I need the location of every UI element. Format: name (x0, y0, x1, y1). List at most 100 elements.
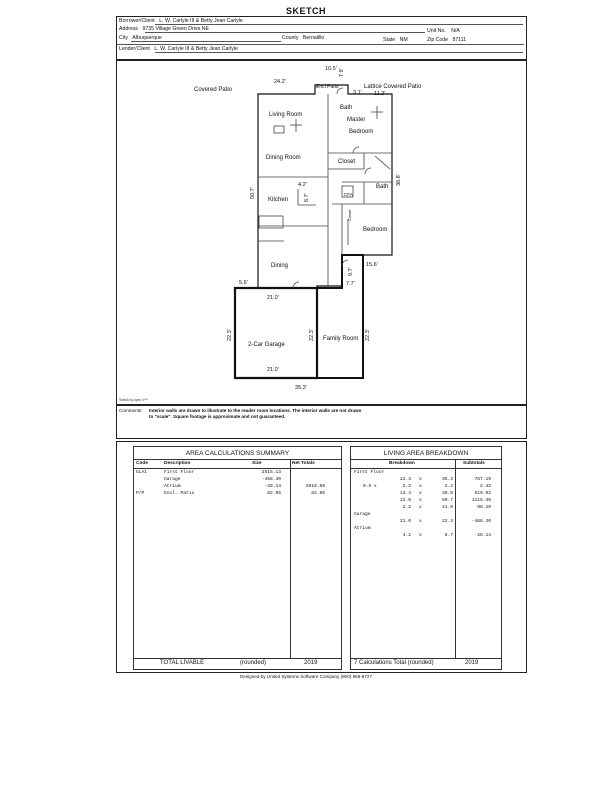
page-title: SKETCH (285, 6, 326, 16)
cell-dim-b: 6.7 (444, 533, 453, 538)
cell-dim-b: 35.3 (441, 477, 453, 482)
cell-dim-a: 22.0 (399, 498, 411, 503)
dim-35-3: 35.3' (295, 385, 307, 391)
cell-times: x (419, 498, 422, 503)
floor-plan-drawing: Living Room Dining Room Kitchen Dining B… (119, 66, 422, 402)
cell-subtotal: 90.20 (477, 505, 491, 510)
total-livable-label: TOTAL LIVABLE (160, 660, 205, 666)
room-kitchen: Kitchen (268, 197, 288, 203)
cell-label: Atrium (354, 526, 371, 531)
dim-22-3-mid: 22.3' (309, 329, 315, 341)
cell-dim-b: 22.3 (441, 519, 453, 524)
hdr-code: Code (136, 461, 148, 466)
dim-22-3-left: 22.3' (227, 329, 233, 341)
room-bath: Bath (340, 105, 352, 111)
breakdown-total-label: 7 Calculations Total (rounded) (354, 660, 434, 666)
room-living-room: Living Room (269, 112, 302, 118)
cell-dim-a: 21.0 (399, 519, 411, 524)
hdr-net: Net Totals (292, 461, 315, 466)
hdr-size: Size (252, 461, 262, 466)
dim-11-2: 11.2' (374, 91, 385, 97)
borrower-value: L. W. Carlyle III & Betty Jean Carlyle (159, 18, 243, 24)
cell-subtotal: -28.14 (474, 533, 491, 538)
room-bedroom: Bedroom (363, 227, 387, 233)
dim-15-6: 15.6' (366, 262, 378, 268)
total-livable-note: (rounded) (240, 660, 267, 666)
cell-label: First Floor (354, 470, 385, 475)
cell-dim-a: 2.2 (402, 505, 411, 510)
room-bath2: Bath (376, 184, 388, 190)
unit-row: Unit No. N/A (427, 28, 460, 34)
dim-10-5: 10.5' (325, 66, 337, 72)
county-label: County (282, 35, 299, 41)
state-value: NM (399, 37, 408, 43)
county-row: County Bernalillo (282, 35, 324, 41)
table-row: 2.2 x 41.0 90.20 (351, 505, 501, 512)
cell-dim-b: 41.0 (441, 505, 453, 510)
table-row: 4.2 x 6.7 -28.14 (351, 533, 501, 540)
dim-5-6: 5.6' (239, 280, 248, 286)
cell-subtotal: 2.42 (479, 484, 491, 489)
dim-3-1: 3.1' (353, 90, 362, 96)
cell-subtotal: -468.30 (471, 519, 491, 524)
cell-times: x (419, 505, 422, 510)
address-row: Address 9735 Village Green Drive NE (119, 26, 209, 32)
room-closet2: Closet (347, 209, 352, 221)
cell-dim-b: 2.2 (444, 484, 453, 489)
cell-description: First Floor (164, 470, 195, 475)
table-row: Garage (351, 512, 501, 519)
hdr-breakdown: Breakdown (389, 461, 415, 466)
comments-text-2: to "scale". Square footage is approximat… (149, 414, 286, 419)
cell-code: P/P (136, 491, 145, 496)
area-summary-panel: AREA CALCULATIONS SUMMARY Code Descripti… (133, 446, 342, 670)
cell-size: -468.30 (261, 477, 281, 482)
cell-description: Atrium (164, 484, 181, 489)
cell-dim-a: 4.2 (402, 533, 411, 538)
room-family-room: Family Room (323, 336, 358, 342)
room-dining: Dining (271, 263, 288, 269)
cell-times: x (419, 491, 422, 496)
room-cfa: CFA (344, 192, 353, 197)
dim-21-0-bot: 21.0' (267, 367, 279, 373)
cell-dim-a: 22.3 (399, 477, 411, 482)
table-row: Garage-468.30 (134, 477, 341, 484)
zip-label: Zip Code (427, 37, 449, 43)
cell-net: 2018.69 (305, 484, 325, 489)
zip-value: 87111 (452, 37, 467, 43)
room-garage: 2-Car Garage (248, 342, 285, 348)
room-lattice-patio: Lattice Covered Patio (364, 84, 422, 90)
cell-size: 82.95 (267, 491, 281, 496)
lender-label: Lender/Client (119, 46, 150, 52)
comments-text-1: Interior walls are drawn to illustrate t… (149, 408, 362, 413)
cell-dim-b: 38.8 (441, 491, 453, 496)
comments-label: Comments: (119, 408, 143, 413)
dim-38-8: 38.8' (396, 174, 402, 186)
table-row: First Floor (351, 470, 501, 477)
cell-label: Garage (354, 512, 371, 517)
cell-times: x (419, 533, 422, 538)
comments-box: Comments: Interior walls are drawn to il… (116, 405, 527, 439)
address-value: 9735 Village Green Drive NE (142, 26, 209, 32)
footer-credit: Designed by United Systems Software Comp… (239, 674, 372, 679)
hdr-subtotals: Subtotals (463, 461, 485, 466)
cell-times: x (419, 519, 422, 524)
state-row: State NM (383, 37, 408, 43)
dim-6-7: 6.7' (304, 193, 310, 202)
hdr-description: Description (164, 461, 191, 466)
room-encl-patio: Encl Patio (316, 84, 339, 90)
borrower-row: Borrower/Client L. W. Carlyle III & Bett… (119, 18, 243, 24)
living-breakdown-panel: LIVING AREA BREAKDOWN Breakdown Subtotal… (350, 446, 502, 670)
cell-prefix: 0.5 x (363, 484, 377, 489)
cell-code: GLA1 (136, 470, 148, 475)
zip-row: Zip Code 87111 (427, 37, 466, 43)
area-summary-title: AREA CALCULATIONS SUMMARY (185, 450, 290, 457)
cell-dim-b: 50.7 (441, 498, 453, 503)
total-livable-value: 2019 (304, 660, 318, 666)
